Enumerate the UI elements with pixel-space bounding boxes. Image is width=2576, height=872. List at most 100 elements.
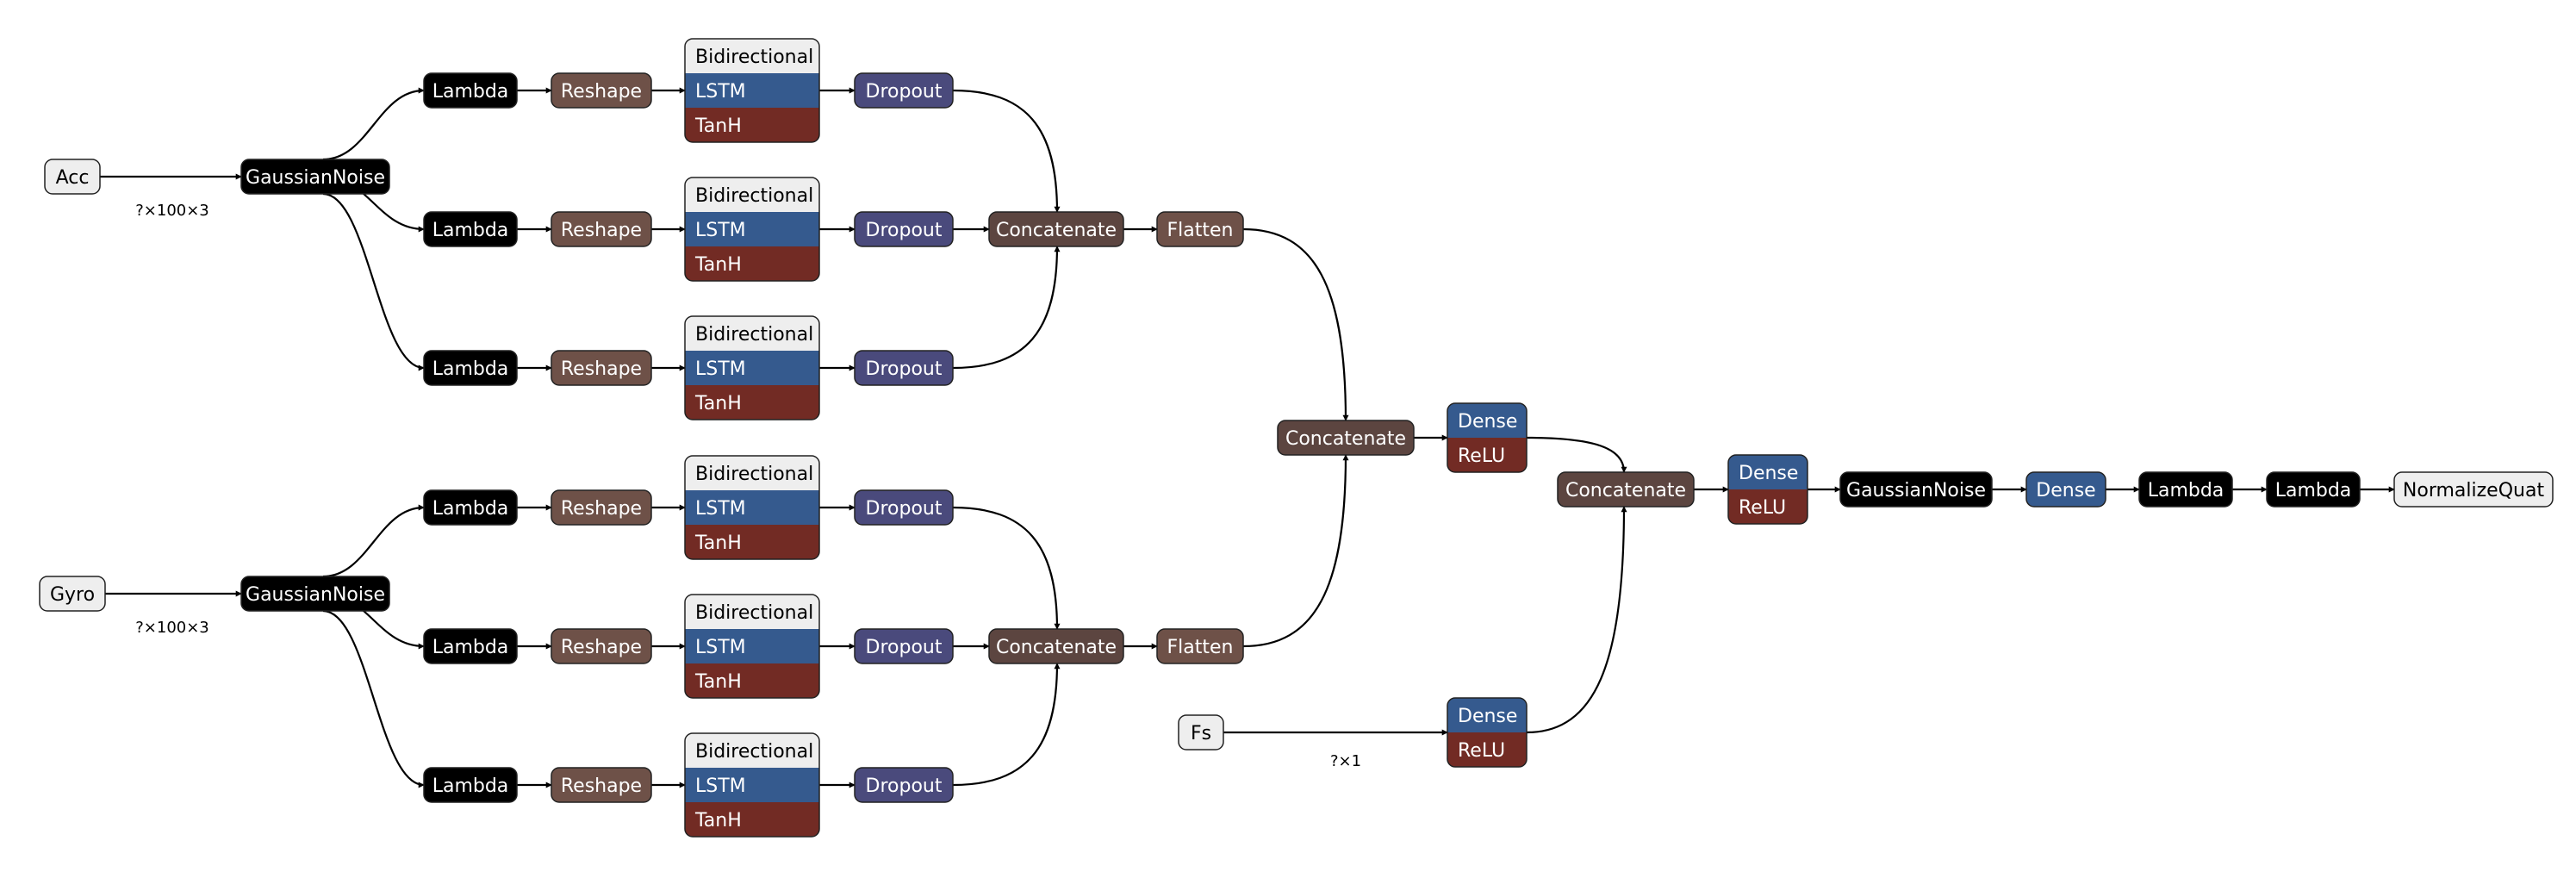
input-fs-label: Fs [1191, 723, 1211, 744]
reshape-acc-row2-label: Reshape [561, 220, 642, 241]
edge-dropout-concat-gyro-row3 [952, 663, 1061, 787]
shape-acc: ?×100×3 [135, 202, 209, 220]
edge-noise-lambda-acc-row1 [322, 87, 425, 161]
edges [100, 87, 2395, 788]
dropout-gyro-row2: Dropout [854, 628, 954, 664]
lstm-acc-row2-label: LSTM [695, 220, 746, 241]
concatenate-head: Concatenate [1557, 471, 1695, 508]
gaussiannoise-head-label: GaussianNoise [1846, 480, 1986, 501]
bidirectional-gyro-row2-label: Bidirectional [695, 602, 813, 624]
reshape-acc-row2: Reshape [551, 211, 652, 247]
lambda-acc-row2-box [423, 211, 518, 247]
dropout-acc-row1-box [854, 72, 954, 109]
bidirectional-acc-row3-label: Bidirectional [695, 324, 813, 346]
lstm-acc-row3-label: LSTM [695, 358, 746, 380]
dropout-gyro-row1-label: Dropout [866, 498, 943, 520]
lambda-head-1-box [2138, 471, 2233, 508]
lstm-acc-row2-band [685, 212, 819, 246]
edge-dropout-concat-acc-row1 [952, 89, 1061, 213]
concatenate-acc-box [988, 211, 1124, 247]
relu-merge-band [1447, 438, 1527, 472]
dense-head-label: Dense [1739, 463, 1798, 484]
concatenate-gyro: Concatenate [988, 628, 1124, 664]
bidirectional-acc-row3-band [685, 316, 819, 351]
bidirectional-gyro-row1-band [685, 456, 819, 490]
dense-relu-fs-outline [1447, 697, 1528, 768]
dropout-gyro-row3-box [854, 767, 954, 803]
bidirectional-acc-row2-label: Bidirectional [695, 185, 813, 207]
dropout-acc-row2: Dropout [854, 211, 954, 247]
dropout-acc-row2-label: Dropout [866, 220, 943, 241]
flatten-acc: Flatten [1156, 211, 1244, 247]
reshape-gyro-row3: Reshape [551, 767, 652, 803]
tanh-acc-row1-label: TanH [694, 115, 742, 137]
concatenate-merge: Concatenate [1277, 420, 1415, 456]
bilstm-gyro-row2-outline [684, 594, 820, 699]
reshape-gyro-row1-label: Reshape [561, 498, 642, 520]
dropout-acc-row1: Dropout [854, 72, 954, 109]
tanh-acc-row3-label: TanH [694, 393, 742, 414]
reshape-gyro-row1-box [551, 489, 652, 526]
dropout-gyro-row2-box [854, 628, 954, 664]
flatten-gyro-label: Flatten [1167, 637, 1234, 658]
lambda-acc-row1: Lambda [423, 72, 518, 109]
relu-fs-label: ReLU [1458, 740, 1505, 762]
reshape-gyro-row2: Reshape [551, 628, 652, 664]
shape-labels: ?×100×3?×100×3?×1 [135, 202, 1361, 770]
dense-relu-head-outline [1727, 454, 1808, 525]
tanh-acc-row3-band [685, 385, 819, 420]
lambda-gyro-row2-box [423, 628, 518, 664]
bidirectional-acc-row1-label: Bidirectional [695, 47, 813, 68]
input-acc-label: Acc [56, 167, 90, 189]
dense-head-2-label: Dense [2036, 480, 2095, 501]
tanh-gyro-row2-label: TanH [694, 671, 742, 693]
tanh-acc-row2-label: TanH [694, 254, 742, 276]
relu-head-band [1728, 489, 1808, 524]
concatenate-acc-label: Concatenate [996, 220, 1117, 241]
lambda-acc-row3: Lambda [423, 350, 518, 386]
dense-head-band [1728, 455, 1808, 489]
concatenate-merge-box [1277, 420, 1415, 456]
dense-merge-label: Dense [1458, 411, 1517, 433]
dropout-gyro-row1-box [854, 489, 954, 526]
gaussiannoise-head: GaussianNoise [1839, 471, 1993, 508]
dense-relu-merge-outline [1447, 402, 1528, 473]
bidirectional-acc-row1-band [685, 39, 819, 73]
bidirectional-acc-row2-band [685, 178, 819, 212]
tanh-acc-row1-band [685, 108, 819, 142]
reshape-acc-row3: Reshape [551, 350, 652, 386]
tanh-gyro-row3-label: TanH [694, 810, 742, 832]
gaussiannoise-acc-box [240, 159, 390, 195]
gaussiannoise-head-box [1839, 471, 1993, 508]
dense-fs-band [1447, 698, 1527, 732]
lambda-gyro-row3-label: Lambda [432, 775, 509, 797]
gaussiannoise-gyro: GaussianNoise [240, 576, 390, 612]
relu-fs-band [1447, 732, 1527, 767]
reshape-acc-row2-box [551, 211, 652, 247]
reshape-gyro-row1: Reshape [551, 489, 652, 526]
dropout-acc-row2-box [854, 211, 954, 247]
lambda-acc-row3-box [423, 350, 518, 386]
reshape-gyro-row2-label: Reshape [561, 637, 642, 658]
flatten-acc-box [1156, 211, 1244, 247]
edge-noise-lambda-gyro-row3 [322, 609, 425, 788]
concatenate-acc: Concatenate [988, 211, 1124, 247]
tanh-gyro-row1-label: TanH [694, 533, 742, 554]
relu-merge-label: ReLU [1458, 445, 1505, 467]
bidirectional-gyro-row1-label: Bidirectional [695, 464, 813, 485]
dense-head-2: Dense [2025, 471, 2106, 508]
bilstm-acc-row1-outline [684, 38, 820, 143]
edge-dropout-concat-acc-row3 [952, 246, 1061, 370]
gaussiannoise-acc: GaussianNoise [240, 159, 390, 195]
reshape-gyro-row3-box [551, 767, 652, 803]
bilstm-acc-row2-outline [684, 177, 820, 282]
edge-dense-head-bottom [1526, 506, 1627, 734]
edge-noise-lambda-acc-row3 [322, 192, 425, 371]
